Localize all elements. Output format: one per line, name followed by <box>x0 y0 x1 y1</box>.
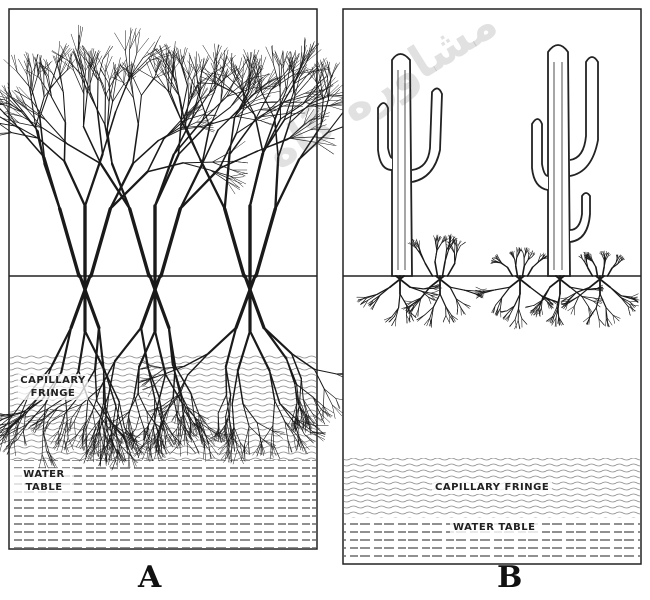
root <box>0 418 3 419</box>
tree-branch <box>317 66 320 80</box>
tree-branch <box>320 64 323 79</box>
tree-branch <box>98 81 99 111</box>
panel-a-water-table-label: WATER TABLE <box>14 468 74 494</box>
water-word: WATER <box>14 468 74 481</box>
panel-a-capillary-label: CAPILLARY FRINGE <box>18 374 88 400</box>
root <box>138 367 139 394</box>
root <box>226 367 227 395</box>
panel-b-capillary-label: CAPILLARY FRINGE <box>432 481 552 494</box>
root <box>323 389 324 406</box>
tree-branch <box>331 64 338 79</box>
capillary-word: CAPILLARY <box>18 374 88 387</box>
tree-branch <box>0 117 1 123</box>
root <box>324 389 336 399</box>
table-word: TABLE <box>14 481 74 494</box>
shrub-branch <box>455 246 456 254</box>
panel-a-label: A <box>138 560 161 595</box>
panel-b-label: B <box>497 560 522 595</box>
root <box>336 399 340 409</box>
fringe-word: FRINGE <box>18 387 88 400</box>
panel-b-water-table-label: WATER TABLE <box>450 521 539 534</box>
root <box>324 389 332 405</box>
